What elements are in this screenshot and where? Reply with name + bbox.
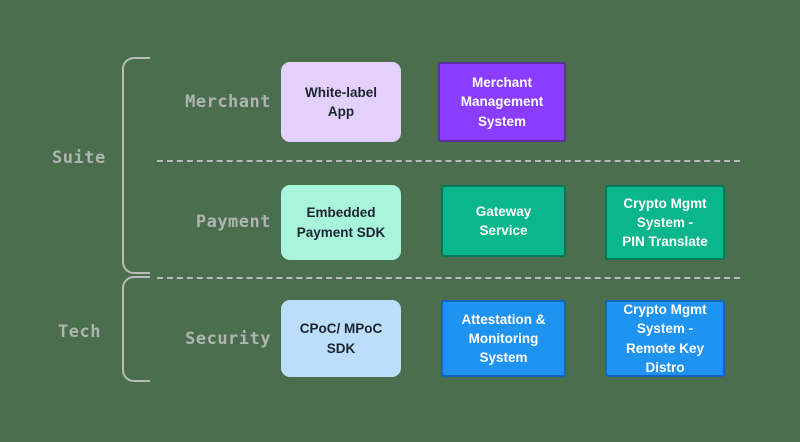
box-crypto-mgmt-pin-translate-line1: Crypto Mgmt bbox=[623, 195, 707, 211]
box-merchant-management-system-line1: Merchant bbox=[471, 75, 532, 91]
row-label-security: Security bbox=[185, 329, 271, 349]
box-embedded-payment-sdk-line2: Payment SDK bbox=[296, 224, 386, 240]
group-label-suite: Suite bbox=[52, 148, 106, 168]
box-cpoc-mpoc-sdk-line2: SDK bbox=[326, 340, 356, 356]
group-bracket-tech bbox=[122, 276, 150, 382]
box-cpoc-mpoc-sdk[interactable]: CPoC/ MPoC SDK bbox=[281, 300, 401, 377]
box-crypto-mgmt-remote-key-distro-line1: Crypto Mgmt bbox=[623, 302, 707, 318]
box-gateway-service[interactable]: Gateway Service bbox=[441, 185, 566, 257]
box-crypto-mgmt-pin-translate[interactable]: Crypto Mgmt System - PIN Translate bbox=[605, 185, 725, 260]
row-label-payment: Payment bbox=[195, 212, 271, 232]
box-cpoc-mpoc-sdk-line1: CPoC/ MPoC bbox=[299, 321, 383, 337]
box-white-label-app-line1: White-label bbox=[304, 84, 377, 100]
row-divider-payment-security bbox=[157, 277, 740, 279]
box-embedded-payment-sdk-line1: Embedded bbox=[306, 205, 376, 221]
box-white-label-app[interactable]: White-label App bbox=[281, 62, 401, 142]
box-gateway-service-line1: Gateway Service bbox=[475, 203, 532, 238]
box-attestation-monitoring-system-line1: Attestation & bbox=[461, 311, 546, 327]
row-divider-merchant-payment bbox=[157, 160, 740, 162]
row-label-merchant: Merchant bbox=[185, 92, 271, 112]
box-crypto-mgmt-remote-key-distro-line3: Remote Key Distro bbox=[625, 340, 705, 375]
box-attestation-monitoring-system-line2: Monitoring System bbox=[468, 330, 539, 366]
box-crypto-mgmt-pin-translate-line3: PIN Translate bbox=[622, 234, 708, 250]
group-label-tech: Tech bbox=[58, 322, 101, 342]
box-merchant-management-system-line2: Management bbox=[460, 94, 544, 110]
box-merchant-management-system[interactable]: Merchant Management System bbox=[438, 62, 566, 142]
box-crypto-mgmt-pin-translate-line2: System - bbox=[636, 214, 694, 230]
box-crypto-mgmt-remote-key-distro[interactable]: Crypto Mgmt System - Remote Key Distro bbox=[605, 300, 725, 377]
box-merchant-management-system-line3: System bbox=[477, 113, 527, 129]
box-crypto-mgmt-remote-key-distro-line2: System - bbox=[636, 321, 694, 337]
box-attestation-monitoring-system[interactable]: Attestation & Monitoring System bbox=[441, 300, 566, 377]
box-embedded-payment-sdk[interactable]: Embedded Payment SDK bbox=[281, 185, 401, 260]
group-bracket-suite bbox=[122, 57, 150, 274]
box-white-label-app-line2: App bbox=[327, 104, 355, 119]
